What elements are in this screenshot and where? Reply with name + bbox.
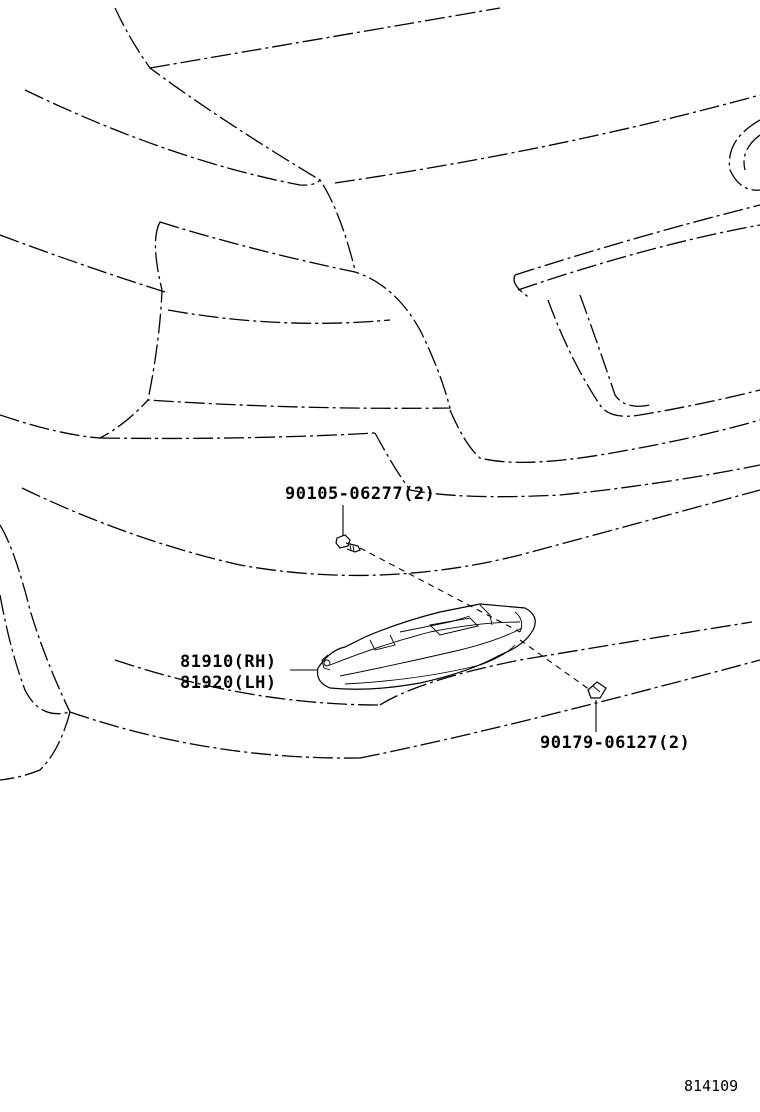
diagram-reference-number: 814109 bbox=[684, 1077, 738, 1095]
lamp-rh-part-number: 81910(RH) bbox=[180, 652, 277, 672]
leader-lines bbox=[290, 505, 597, 732]
lamp-lh-part-number: 81920(LH) bbox=[180, 673, 277, 693]
bolt-part-number: 90105-06277(2) bbox=[285, 484, 435, 504]
vehicle-body-outline bbox=[0, 7, 760, 781]
side-marker-lamp bbox=[316, 603, 536, 690]
nut-part-number: 90179-06127(2) bbox=[540, 733, 690, 753]
clip-nut-fastener bbox=[587, 681, 607, 699]
bolt-fastener bbox=[335, 534, 361, 553]
